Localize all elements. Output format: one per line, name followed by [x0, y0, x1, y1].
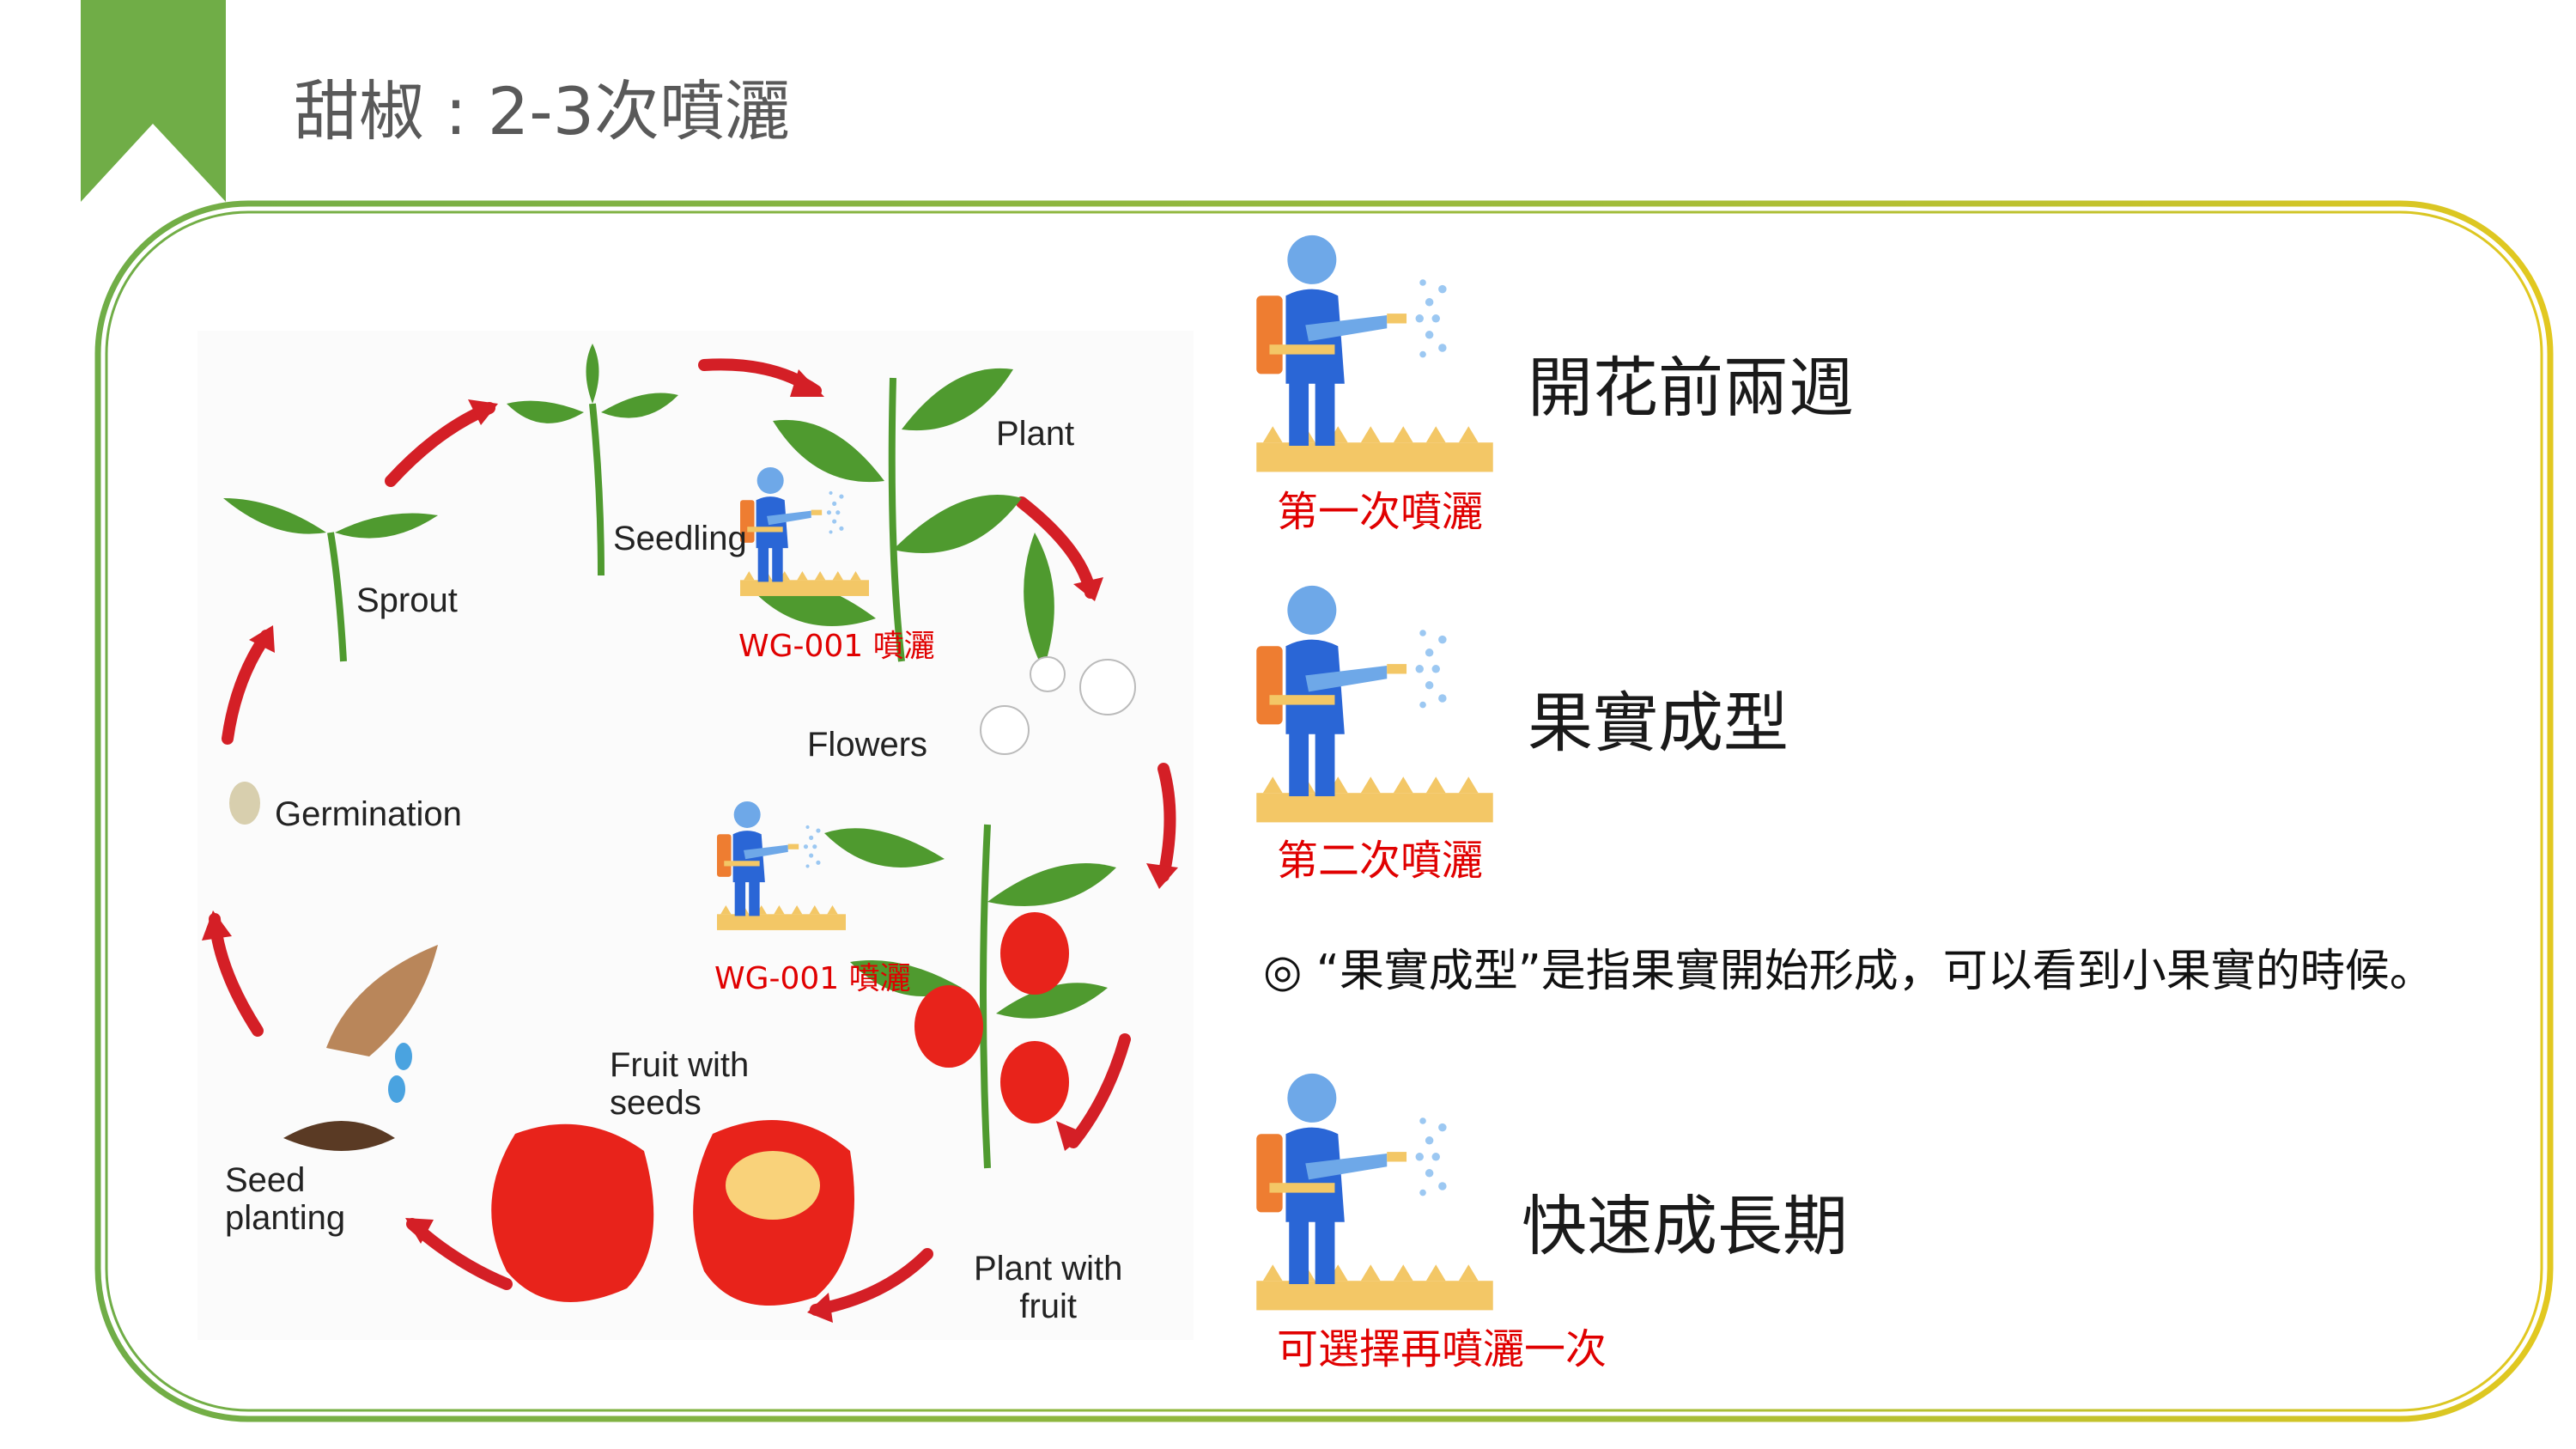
label-seedling: Seedling: [613, 520, 747, 557]
stage-name: 開花前兩週: [1528, 350, 1854, 426]
sprayer-icon: [1256, 1073, 1493, 1311]
label-germination: Germination: [275, 795, 462, 833]
stage-name: 果實成型: [1528, 685, 1789, 761]
pepper-lifecycle-diagram: [197, 331, 1194, 1340]
stage-name: 快速成長期: [1522, 1188, 1848, 1264]
label-line: planting: [225, 1199, 346, 1237]
spray-mark-fruit: WG-001 噴灑: [714, 961, 911, 996]
plants: [223, 344, 1116, 1019]
label-line: Fruit with: [610, 1046, 750, 1084]
label-plant: Plant: [996, 415, 1075, 453]
sprayer-icon: [1256, 234, 1493, 472]
spray-label: 第二次噴灑: [1277, 837, 1484, 885]
sprayer-icon: [1256, 585, 1493, 823]
label-sprout: Sprout: [356, 581, 458, 619]
label-line: fruit: [1019, 1288, 1078, 1325]
label-line: Seed: [225, 1161, 306, 1199]
arrow-heads: [202, 369, 1178, 1323]
flowers: [980, 656, 1136, 755]
spray-label: 第一次噴灑: [1277, 488, 1484, 536]
spray-mark-seedling: WG-001 噴灑: [738, 629, 935, 664]
note-text: ◎ “果實成型”是指果實開始形成，可以看到小果實的時候。: [1263, 946, 2434, 997]
label-flowers: Flowers: [807, 726, 928, 764]
ribbon-bookmark: [81, 0, 226, 202]
spray-label: 可選擇再噴灑一次: [1277, 1325, 1607, 1373]
label-line: seeds: [610, 1084, 702, 1122]
page-title: 甜椒 : 2-3次噴灑: [294, 73, 791, 149]
label-line: Plant with: [974, 1250, 1123, 1288]
content-frame: [94, 200, 2554, 1422]
